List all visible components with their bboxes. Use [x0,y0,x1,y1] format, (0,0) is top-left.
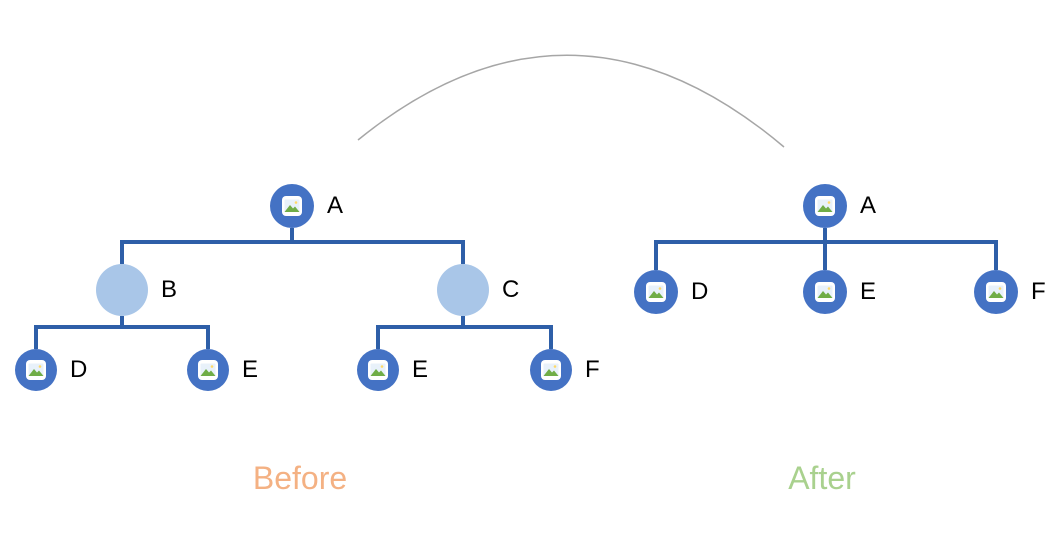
after-node-a: A [803,184,876,228]
node-label: A [860,192,877,219]
image-node-circle [634,270,678,314]
image-node-circle [15,349,57,391]
node-label: B [161,276,178,303]
transformation-arc [357,54,785,148]
image-node-circle [187,349,229,391]
after-tree-connectors [654,228,998,270]
picture-icon [282,196,302,216]
image-node-circle [357,349,399,391]
image-node-circle [974,270,1018,314]
before-node-b: B [96,264,177,316]
node-label: D [70,356,88,383]
after-caption: After [788,460,856,496]
node-label: A [327,192,344,219]
before-node-e-left: E [187,349,258,391]
node-label: E [242,356,259,383]
picture-icon [368,360,388,380]
before-node-c: C [437,264,519,316]
before-node-a: A [270,184,343,228]
after-node-d: D [634,270,708,314]
picture-icon [986,282,1006,302]
node-label: E [860,278,877,305]
before-caption: Before [252,460,348,496]
image-node-circle [803,184,847,228]
image-node-circle [803,270,847,314]
placeholder-node-circle [96,264,148,316]
image-node-circle [270,184,314,228]
node-label: F [1031,278,1046,305]
node-label: E [412,356,429,383]
picture-icon [815,282,835,302]
before-node-f: F [530,349,600,391]
picture-icon [815,196,835,216]
node-label: C [502,276,520,303]
image-node-circle [530,349,572,391]
picture-icon [541,360,561,380]
after-node-f: F [974,270,1046,314]
placeholder-node-circle [437,264,489,316]
picture-icon [198,360,218,380]
picture-icon [646,282,666,302]
node-label: D [691,278,709,305]
picture-icon [26,360,46,380]
before-node-e-right: E [357,349,428,391]
before-tree-connectors [34,228,553,349]
node-label: F [585,356,600,383]
after-node-e: E [803,270,876,314]
before-node-d: D [15,349,87,391]
